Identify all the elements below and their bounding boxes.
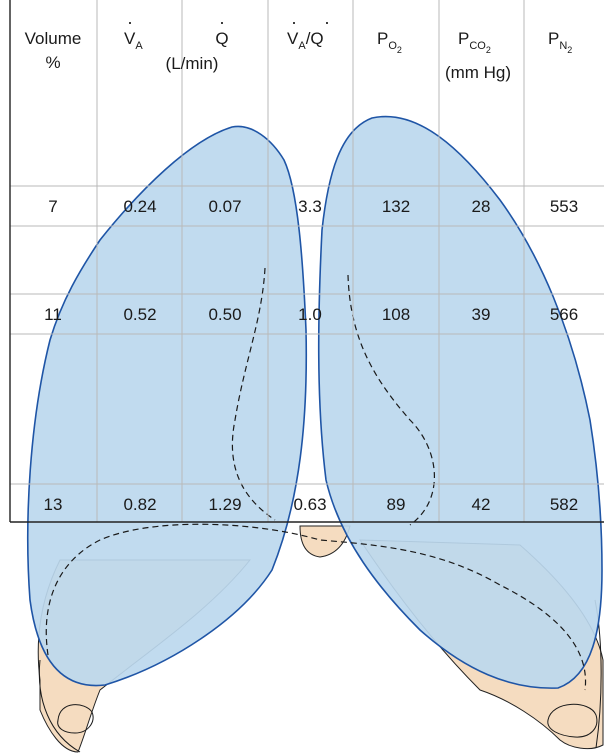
cell-pn2: 566 [550, 305, 578, 324]
header-alveolar-ventilation: VA [124, 29, 143, 52]
header-pn2: PN2 [548, 29, 572, 55]
cell-po2: 89 [387, 495, 406, 514]
cell-pco2: 39 [472, 305, 491, 324]
header-volume-unit: % [45, 53, 60, 72]
tissue-left-swirl [57, 704, 94, 734]
header-perfusion: Q [215, 29, 228, 48]
left-lung [26, 125, 308, 687]
right-lung [317, 115, 603, 689]
cell-va-q-ratio: 0.63 [293, 495, 326, 514]
cell-va-q-ratio: 1.0 [298, 305, 322, 324]
cell-alveolar-ventilation: 0.82 [123, 495, 156, 514]
header-va-q-ratio: VA/Q [287, 29, 324, 52]
header-pressure-unit: (mm Hg) [445, 63, 511, 82]
table-row: 7 0.24 0.07 3.3 132 28 553 [48, 197, 578, 216]
dot-accent: · [324, 12, 330, 32]
cell-pn2: 553 [550, 197, 578, 216]
cell-alveolar-ventilation: 0.24 [123, 197, 156, 216]
header-pco2: PCO2 [458, 29, 491, 55]
table-header: Volume % · VA · Q (L/min) · · VA/Q PO2 P… [25, 12, 573, 82]
dot-accent: · [219, 12, 225, 32]
cell-perfusion: 0.07 [208, 197, 241, 216]
table-row: 13 0.82 1.29 0.63 89 42 582 [44, 495, 579, 514]
tissue-left-edge [38, 659, 81, 753]
dot-accent: · [291, 12, 297, 32]
cell-alveolar-ventilation: 0.52 [123, 305, 156, 324]
cell-pn2: 582 [550, 495, 578, 514]
header-flow-unit: (L/min) [166, 54, 219, 73]
cell-pco2: 28 [472, 197, 491, 216]
dot-accent: · [127, 12, 133, 32]
table-grid [9, 0, 604, 523]
cell-perfusion: 0.50 [208, 305, 241, 324]
tissue-right-swirl [547, 703, 598, 738]
header-volume: Volume [25, 29, 82, 48]
cell-volume: 13 [44, 495, 63, 514]
cell-pco2: 42 [472, 495, 491, 514]
cell-perfusion: 1.29 [208, 495, 241, 514]
cell-po2: 132 [382, 197, 410, 216]
dashed-contour-base [45, 523, 587, 691]
cell-volume: 11 [44, 305, 62, 324]
cell-volume: 7 [48, 197, 57, 216]
header-po2: PO2 [377, 29, 402, 55]
cell-po2: 108 [382, 305, 410, 324]
dashed-contour-left [231, 267, 276, 521]
cell-va-q-ratio: 3.3 [298, 197, 322, 216]
table-row: 11 0.52 0.50 1.0 108 39 566 [44, 305, 578, 324]
dashed-contours [45, 267, 587, 691]
dashed-contour-right [347, 274, 435, 526]
